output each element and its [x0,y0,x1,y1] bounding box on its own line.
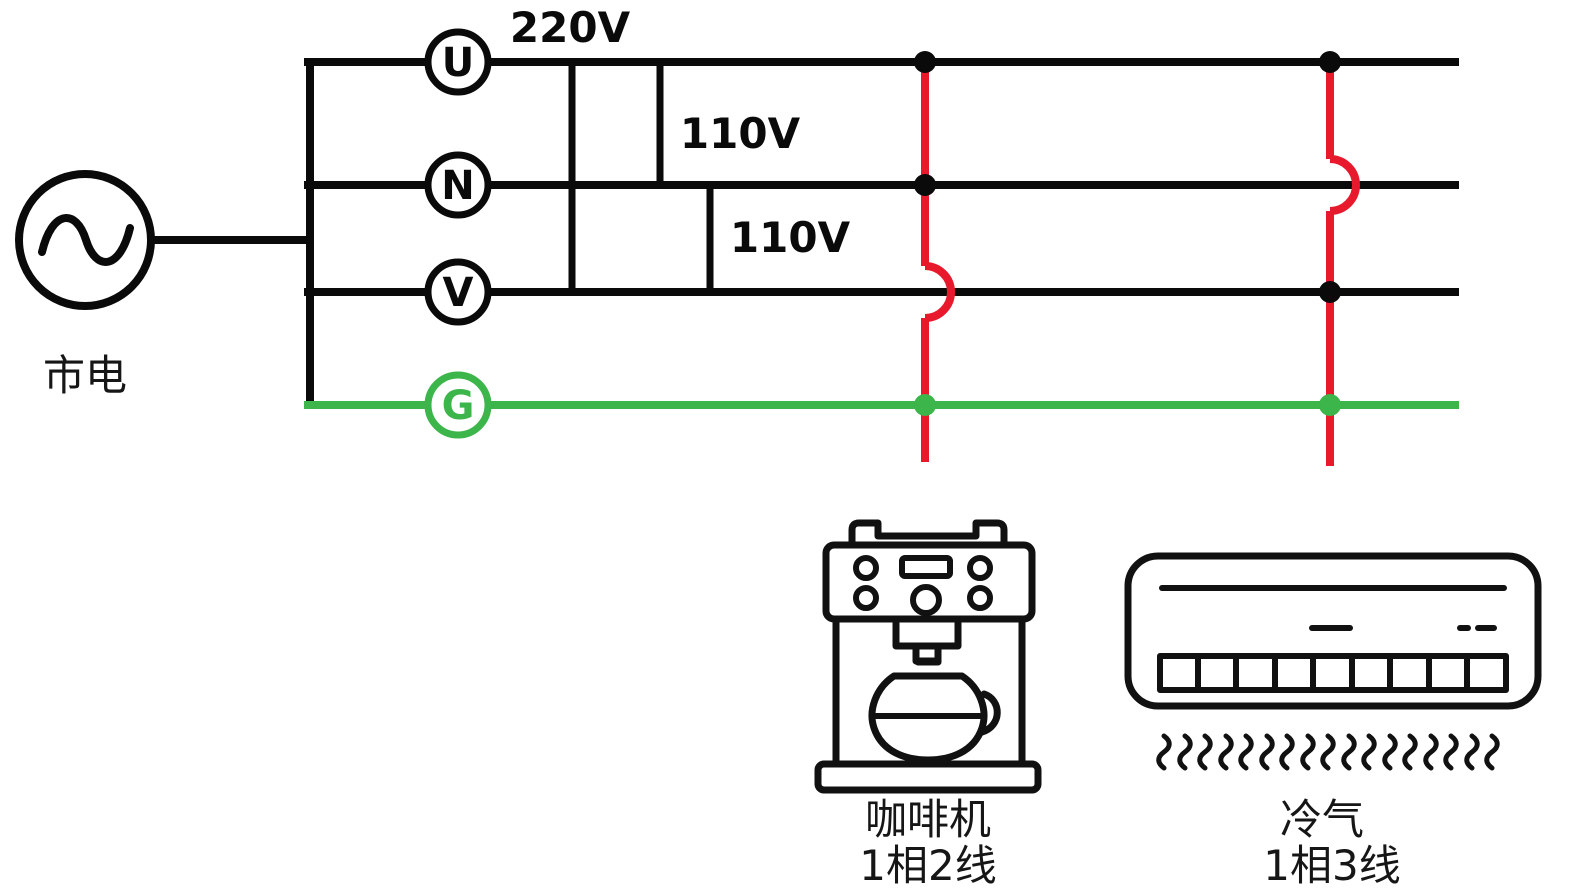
sine-wave-icon [38,214,134,266]
mains-source: 市电 [15,170,314,400]
coffee-machine-lid [848,519,1008,549]
voltage-label-110v-upper: 110V [680,109,801,158]
coffee-machine-dial [910,584,942,616]
coffee-machine-brewhead [892,615,962,650]
wire-jump-arc [924,262,955,322]
ac-airflow-squiggles [1159,736,1498,768]
coffee-machine-panel [822,541,1036,623]
junction-dot [914,174,936,196]
branch-coffee [914,51,955,462]
svg-text:V: V [443,270,474,316]
branch-ac [1319,51,1360,466]
junction-dot [914,394,936,416]
junction-dot [1319,281,1341,303]
distribution-wires [304,58,1459,409]
junction-dot [914,51,936,73]
wire-jump-arc [1329,155,1360,215]
terminal-ground: G [424,371,492,439]
svg-text:U: U [442,40,474,86]
voltage-label-220v: 220V [510,3,631,52]
svg-text:G: G [442,383,475,429]
ac-label: 冷气 [1280,795,1364,844]
svg-text:N: N [441,163,474,209]
terminal-v: V [424,258,492,326]
coffee-machine-knob [853,585,879,611]
coffee-machine-base [814,760,1042,794]
coffee-machine-icon [814,519,1042,794]
coffee-pot-body [868,672,988,764]
junction-dot [1319,51,1341,73]
voltage-label-110v-lower: 110V [730,213,851,262]
ac-wiring-label: 1相3线 [1263,841,1400,890]
ac-louver-strip [1157,653,1509,693]
terminal-u: U [424,28,492,96]
coffee-machine-knob [967,585,993,611]
coffee-machine-label: 咖啡机 [865,795,991,844]
ac-body [1124,552,1542,710]
terminal-badges: U N V G [424,28,492,439]
coffee-machine-knob [967,555,993,581]
load-captions: 咖啡机 1相2线 冷气 1相3线 [859,795,1400,890]
ac-louver-dividers [1195,653,1470,693]
terminal-n: N [424,151,492,219]
coffee-pot-handle [978,690,1001,736]
source-label: 市电 [43,351,127,400]
voltage-indicators: 220V 110V 110V [510,3,851,296]
junction-dot [1319,394,1341,416]
coffee-machine-wiring-label: 1相2线 [859,841,996,890]
coffee-machine-display [899,555,953,579]
coffee-machine-knob [853,555,879,581]
air-conditioner-icon [1124,552,1542,768]
